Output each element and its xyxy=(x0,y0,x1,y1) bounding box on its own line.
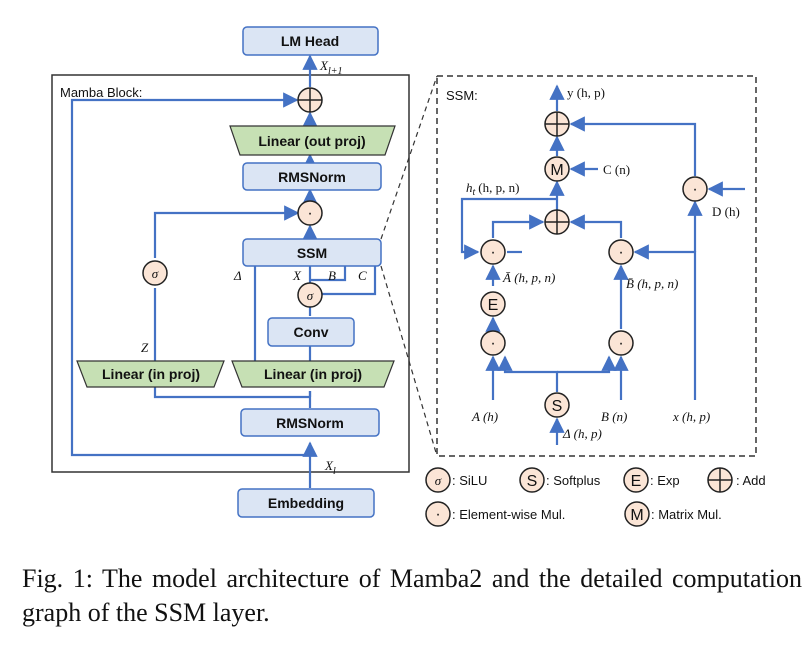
mul-node-a-delta: · xyxy=(480,330,506,356)
svg-text:: Matrix Mul.: : Matrix Mul. xyxy=(651,507,722,522)
linear-out-proj-label: Linear (out proj) xyxy=(258,133,365,149)
legend-mul: · : Element-wise Mul. xyxy=(425,501,565,527)
exp-node: E xyxy=(480,291,506,317)
abar-label: Ā (h, p, n) xyxy=(502,270,555,285)
add-node-output xyxy=(544,111,570,137)
rmsnorm-bottom-block xyxy=(240,408,380,437)
c-branch-label: C xyxy=(358,268,367,283)
mamba-flow-lines xyxy=(70,54,377,488)
svg-text:·: · xyxy=(307,205,312,222)
svg-text:S: S xyxy=(552,398,563,415)
linear-out-proj-block xyxy=(229,125,396,156)
linear-in-proj-left-label: Linear (in proj) xyxy=(102,366,200,382)
svg-text:σ: σ xyxy=(152,266,159,281)
legend-add: : Add xyxy=(707,467,766,493)
silu-node-center: σ xyxy=(297,282,323,308)
rmsnorm-top-label: RMSNorm xyxy=(278,169,346,185)
svg-text:E: E xyxy=(488,297,499,314)
embedding-block xyxy=(237,488,375,518)
svg-text:M: M xyxy=(630,507,643,524)
matmul-node-c: M xyxy=(544,156,570,182)
svg-text:·: · xyxy=(618,244,623,261)
mamba-block-title: Mamba Block: xyxy=(60,85,142,100)
mul-node-bbar: · xyxy=(608,239,634,265)
zoom-line-top xyxy=(380,75,438,240)
svg-text:σ: σ xyxy=(435,473,442,488)
lm-head-label: LM Head xyxy=(281,33,339,49)
svg-text:σ: σ xyxy=(307,288,314,303)
a-input-label: A (h) xyxy=(471,409,498,424)
mul-node-b-delta: · xyxy=(608,330,634,356)
ssm-block xyxy=(242,238,382,267)
softplus-node: S xyxy=(544,392,570,418)
svg-text:·: · xyxy=(490,244,495,261)
legend-exp: E : Exp xyxy=(623,467,680,493)
svg-text:E: E xyxy=(631,473,642,490)
b-branch-label: B xyxy=(328,268,336,283)
linear-in-proj-right-label: Linear (in proj) xyxy=(264,366,362,382)
svg-text:: Element-wise Mul.: : Element-wise Mul. xyxy=(452,507,565,522)
lm-head-block xyxy=(242,26,379,56)
svg-text:·: · xyxy=(435,506,440,523)
add-node-state xyxy=(544,209,570,235)
rmsnorm-top-block xyxy=(242,162,382,191)
ssm-detail-title: SSM: xyxy=(446,88,478,103)
delta-label: Δ xyxy=(233,268,242,283)
y-output-label: y (h, p) xyxy=(567,85,605,100)
mamba-block-frame xyxy=(51,74,410,473)
mul-node-gate: · xyxy=(297,200,323,226)
x-branch-label: X xyxy=(292,268,302,283)
svg-text:: Exp: : Exp xyxy=(650,473,680,488)
svg-text:: SiLU: : SiLU xyxy=(452,473,487,488)
d-input-label: D (h) xyxy=(712,204,740,219)
rmsnorm-bottom-label: RMSNorm xyxy=(276,415,344,431)
svg-text:: Add: : Add xyxy=(736,473,766,488)
bbar-label: B̄ (h, p, n) xyxy=(626,276,678,291)
conv-block xyxy=(267,317,355,347)
svg-text:·: · xyxy=(490,335,495,352)
architecture-diagram: Mamba Block: LM Head Xl+1 Linear (out pr… xyxy=(51,26,766,527)
legend: σ : SiLU S : Softplus E : Exp : Add · : … xyxy=(425,467,766,527)
x-input-label: x (h, p) xyxy=(672,409,710,424)
linear-in-proj-right-block xyxy=(231,360,395,388)
mul-node-d: · xyxy=(682,176,708,202)
ssm-detail-frame xyxy=(436,75,757,457)
figure-caption: Fig. 1: The model architecture of Mamba2… xyxy=(22,564,802,627)
legend-softplus: S : Softplus xyxy=(519,467,601,493)
conv-label: Conv xyxy=(294,324,329,340)
b-input-label: B (n) xyxy=(601,409,627,424)
add-node-residual xyxy=(297,87,323,113)
ssm-flow-lines xyxy=(460,84,745,445)
c-input-label: C (n) xyxy=(603,162,630,177)
legend-matmul: M : Matrix Mul. xyxy=(624,501,722,527)
ht-label: ht(h, p, n) xyxy=(466,180,519,198)
z-label: Z xyxy=(141,340,149,355)
svg-text:M: M xyxy=(550,162,563,179)
silu-node-left: σ xyxy=(142,260,168,286)
ssm-label: SSM xyxy=(297,245,327,261)
svg-text:·: · xyxy=(692,181,697,198)
mul-node-abar: · xyxy=(480,239,506,265)
zoom-line-bottom xyxy=(380,265,438,457)
svg-text:·: · xyxy=(618,335,623,352)
delta-input-label: Δ (h, p) xyxy=(562,426,602,441)
x-in-label: Xl xyxy=(324,458,336,477)
legend-silu: σ : SiLU xyxy=(425,467,487,493)
embedding-label: Embedding xyxy=(268,495,344,511)
x-out-label: Xl+1 xyxy=(319,58,342,77)
linear-in-proj-left-block xyxy=(76,360,225,388)
svg-text:S: S xyxy=(527,473,538,490)
svg-text:: Softplus: : Softplus xyxy=(546,473,601,488)
